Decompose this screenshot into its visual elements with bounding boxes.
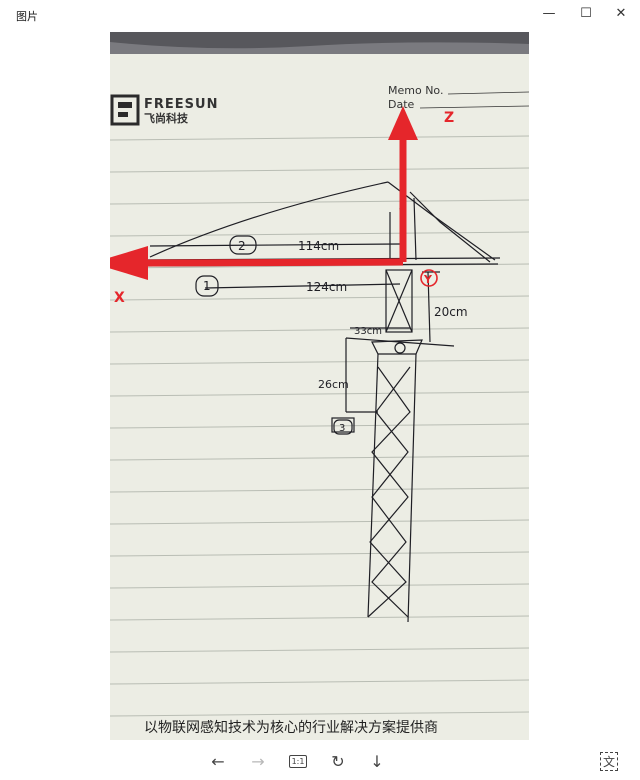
- dim-33cm: 33cm: [354, 326, 382, 337]
- close-icon: ✕: [615, 5, 627, 21]
- window-title: 图片: [16, 10, 38, 23]
- photo-background-texture: [110, 42, 529, 56]
- dim-20cm: 20cm: [434, 305, 468, 319]
- download-button[interactable]: ↓: [364, 748, 390, 774]
- dim-26cm: 26cm: [318, 378, 349, 391]
- rotate-button[interactable]: ↻: [325, 748, 351, 774]
- arrow-right-icon: →: [251, 751, 265, 771]
- axis-z-label: Z: [444, 110, 454, 126]
- ocr-button[interactable]: 文: [596, 748, 622, 774]
- minimize-icon: —: [542, 5, 556, 21]
- rotate-icon: ↻: [331, 751, 345, 771]
- axis-annotation: [110, 106, 438, 287]
- ruled-lines: [110, 135, 529, 717]
- brand-name: FREESUN: [144, 97, 218, 112]
- actual-size-button[interactable]: 1:1: [285, 748, 311, 774]
- label-circle-2: 2: [229, 235, 257, 255]
- axis-y-label: Y: [423, 273, 433, 286]
- dim-124cm: 124cm: [306, 280, 347, 294]
- notebook-photo: FREESUN 飞尚科技 Memo No. Date: [110, 32, 529, 740]
- svg-text:3: 3: [339, 423, 345, 434]
- arrow-left-icon: ←: [211, 751, 225, 771]
- minimize-button[interactable]: —: [530, 0, 568, 26]
- download-icon: ↓: [370, 751, 384, 771]
- label-circle-1: 1: [195, 275, 219, 297]
- footer-slogan: 以物联网感知技术为核心的行业解决方案提供商: [144, 719, 438, 736]
- label-circle-3: 3: [333, 419, 353, 435]
- viewer-toolbar: ← → 1:1 ↻ ↓ 文: [0, 740, 640, 780]
- notebook-page: [110, 54, 529, 740]
- next-button[interactable]: →: [245, 748, 271, 774]
- axis-x-label: X: [114, 290, 125, 306]
- svg-text:2: 2: [238, 239, 246, 253]
- svg-text:1: 1: [203, 279, 211, 293]
- ocr-icon: 文: [599, 751, 618, 771]
- close-button[interactable]: ✕: [602, 0, 640, 26]
- dim-114cm: 114cm: [298, 239, 339, 253]
- maximize-button[interactable]: ☐: [567, 0, 605, 26]
- memo-label: Memo No.: [388, 84, 443, 97]
- previous-button[interactable]: ←: [205, 748, 231, 774]
- actual-size-icon: 1:1: [288, 754, 308, 768]
- brand-cn: 飞尚科技: [144, 111, 189, 125]
- brand-logo: [110, 94, 140, 126]
- maximize-icon: ☐: [580, 5, 592, 21]
- date-label: Date: [388, 98, 415, 111]
- title-bar: 图片 — ☐ ✕: [0, 0, 640, 30]
- image-viewport[interactable]: FREESUN 飞尚科技 Memo No. Date: [110, 32, 529, 740]
